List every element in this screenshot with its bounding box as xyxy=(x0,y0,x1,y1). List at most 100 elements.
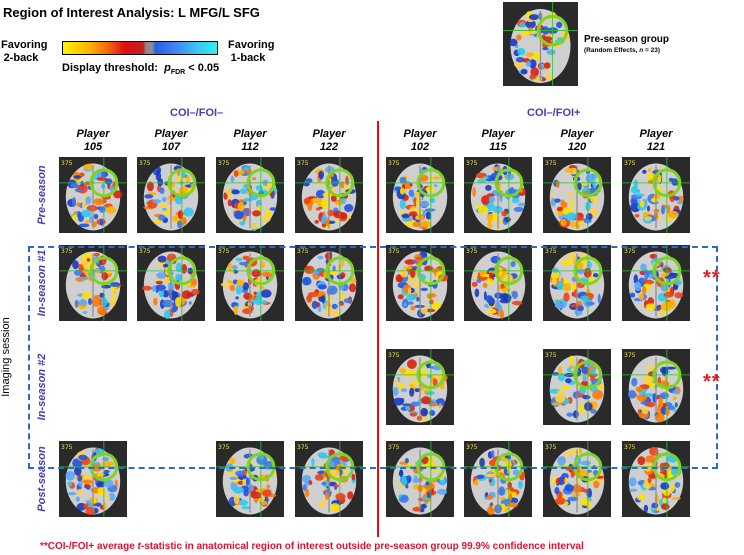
slice-tag: 375 xyxy=(388,160,400,167)
slice-tag: 375 xyxy=(61,160,73,167)
footnote: **COI-/FOI+ average t-statistic in anato… xyxy=(40,541,584,552)
brain-tile-112-3: 375 xyxy=(216,441,284,517)
reference-subtitle: (Random Effects, n = 23) xyxy=(584,47,660,54)
roi-circle xyxy=(652,256,682,286)
activation-blobs xyxy=(630,168,684,224)
footnote-pre: **COI-/FOI+ average xyxy=(40,541,138,552)
roi-circle xyxy=(573,256,603,286)
brain-tile-120-2: 375 xyxy=(543,349,611,425)
reference-brain-tile xyxy=(503,2,578,86)
player-word: Player xyxy=(481,128,515,140)
roi-circle xyxy=(325,168,355,198)
brain-tile-122-1: 375 xyxy=(295,245,363,321)
activation-blobs xyxy=(550,252,601,316)
threshold-prefix: Display threshold: xyxy=(62,62,158,74)
slice-tag: 375 xyxy=(624,160,636,167)
activation-blobs xyxy=(141,253,200,319)
brain-tile-102-3: 375 xyxy=(386,441,454,517)
brain-tile-105-1: 375 xyxy=(59,245,127,321)
in-season-dashed-box xyxy=(28,246,718,469)
brain-tile-105-3: 375 xyxy=(59,441,127,517)
player-id: 112 xyxy=(241,141,259,153)
brain-tile-121-1: 375 xyxy=(622,245,690,321)
slice-tag: 375 xyxy=(218,444,230,451)
brain-tile-107-1: 375 xyxy=(137,245,205,321)
slice-tag: 375 xyxy=(624,352,636,359)
slice-tag: 375 xyxy=(624,444,636,451)
page-title: Region of Interest Analysis: L MFG/L SFG xyxy=(3,5,260,20)
brain-tile-120-0: 375 xyxy=(543,157,611,233)
threshold-p: p xyxy=(164,62,171,74)
roi-circle xyxy=(416,360,446,390)
brain-tile-112-1: 375 xyxy=(216,245,284,321)
player-word: Player xyxy=(154,128,188,140)
roi-circle xyxy=(246,256,276,286)
roi-circle xyxy=(167,256,197,286)
slice-tag: 375 xyxy=(545,444,557,451)
roi-circle xyxy=(89,256,119,286)
reference-subtitle-pre: (Random Effects, xyxy=(584,47,640,54)
brain-tile-120-1: 375 xyxy=(543,245,611,321)
player-id: 120 xyxy=(567,141,587,153)
roi-circle xyxy=(573,452,603,482)
footnote-post: -statistic in anatomical region of inter… xyxy=(140,541,584,552)
slice-tag: 375 xyxy=(466,160,478,167)
slice-tag: 375 xyxy=(297,444,309,451)
row-label-0: Pre-season xyxy=(36,165,48,225)
activation-blobs xyxy=(627,364,681,423)
activation-blobs xyxy=(395,250,449,318)
favoring-2back-label: Favoring 2-back xyxy=(1,39,48,65)
roi-circle xyxy=(416,256,446,286)
roi-circle xyxy=(652,168,682,198)
roi-circle xyxy=(246,452,276,482)
roi-circle xyxy=(416,168,446,198)
slice-tag: 375 xyxy=(61,248,73,255)
brain-tile-115-0: 375 xyxy=(464,157,532,233)
brain-tile-120-3: 375 xyxy=(543,441,611,517)
roi-circle xyxy=(652,452,682,482)
reference-title: Pre-season group xyxy=(584,34,670,45)
significance-stars-1: ** xyxy=(703,371,721,393)
roi-circle xyxy=(246,168,276,198)
slice-tag: 375 xyxy=(545,352,557,359)
roi-circle xyxy=(494,452,524,482)
slice-tag: 375 xyxy=(388,248,400,255)
roi-circle xyxy=(573,360,603,390)
brain-tile-122-0: 375 xyxy=(295,157,363,233)
player-word: Player xyxy=(312,128,346,140)
favoring-2back-line2: 2-back xyxy=(3,52,39,64)
player-id: 107 xyxy=(161,141,181,153)
slice-tag: 375 xyxy=(388,444,400,451)
brain-tile-112-0: 375 xyxy=(216,157,284,233)
favoring-1back-line1: Favoring xyxy=(228,39,275,51)
display-threshold: Display threshold: pFDR < 0.05 xyxy=(62,62,219,76)
player-word: Player xyxy=(639,128,673,140)
imaging-session-axis-label: Imaging session xyxy=(0,317,12,397)
favoring-2back-line1: Favoring xyxy=(1,39,48,51)
slice-tag: 375 xyxy=(139,248,151,255)
roi-circle xyxy=(573,168,603,198)
brain-tile-107-0: 375 xyxy=(137,157,205,233)
slice-tag: 375 xyxy=(297,248,309,255)
brain-tile-102-0: 375 xyxy=(386,157,454,233)
brain-tile-102-1: 375 xyxy=(386,245,454,321)
slice-tag: 375 xyxy=(139,160,151,167)
player-word: Player xyxy=(76,128,110,140)
player-id: 121 xyxy=(646,141,666,153)
color-scale-bar xyxy=(62,41,218,55)
roi-circle xyxy=(89,452,119,482)
group-divider-line xyxy=(377,121,379,537)
slice-tag: 375 xyxy=(545,248,557,255)
player-id: 105 xyxy=(83,141,103,153)
roi-circle xyxy=(494,168,524,198)
roi-circle xyxy=(652,360,682,390)
favoring-1back-label: Favoring 1-back xyxy=(228,39,275,65)
footnote-t: t xyxy=(137,541,141,552)
roi-circle xyxy=(536,14,569,47)
